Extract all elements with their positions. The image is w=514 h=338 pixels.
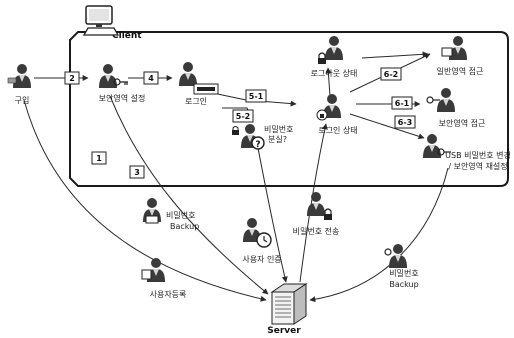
general-access-node: 일반영역 접근 xyxy=(437,36,484,76)
edge-logout-to-general xyxy=(362,54,428,58)
login-node: 로그인 xyxy=(179,62,218,106)
step-box-4: 4 xyxy=(144,72,158,84)
svg-text:Backup: Backup xyxy=(170,222,199,231)
server-tower-icon xyxy=(272,284,306,324)
svg-text:비밀번호: 비밀번호 xyxy=(264,125,293,134)
svg-text:사용자등록: 사용자등록 xyxy=(150,290,187,299)
person-icon xyxy=(8,64,31,88)
key-icon xyxy=(427,97,440,103)
server-node: Server xyxy=(267,284,306,334)
user-auth-node: 사용자 인증 xyxy=(242,218,281,264)
svg-text:Server: Server xyxy=(267,326,301,334)
step-box-2: 2 xyxy=(65,72,79,84)
logout-state-node: 로그아웃 상태 xyxy=(311,36,358,78)
svg-text:로그인: 로그인 xyxy=(185,96,207,106)
person-icon xyxy=(442,36,467,60)
svg-text:6-1: 6-1 xyxy=(395,99,410,108)
svg-text:분실?: 분실? xyxy=(268,134,287,144)
usb-reset-node: USB 비밀번호 변경 / 보안영역 재설정 xyxy=(423,134,511,171)
person-icon xyxy=(142,258,165,282)
person-icon xyxy=(307,192,325,216)
question-mark-icon: ? xyxy=(252,137,264,150)
person-icon xyxy=(143,198,161,223)
svg-text:보안영역 접근: 보안영역 접근 xyxy=(439,118,486,128)
user-register-node: 사용자등록 xyxy=(142,258,186,299)
step-box-6-1: 6-1 xyxy=(392,97,412,109)
step-box-6-3: 6-3 xyxy=(395,116,415,128)
svg-text:?: ? xyxy=(255,140,260,150)
svg-text:Backup: Backup xyxy=(389,280,418,289)
svg-text:로그인 상태: 로그인 상태 xyxy=(318,125,357,135)
purchase-node: 구입 xyxy=(8,64,31,105)
password-input-icon xyxy=(194,84,218,94)
password-transfer-node: 비밀번호 전송 xyxy=(293,192,340,236)
step-box-6-2: 6-2 xyxy=(381,68,401,80)
svg-text:1: 1 xyxy=(96,154,102,163)
svg-text:일반영역 접근: 일반영역 접근 xyxy=(437,66,484,76)
step-box-3: 3 xyxy=(130,166,144,178)
svg-text:USB 비밀번호 변경: USB 비밀번호 변경 xyxy=(445,150,511,160)
svg-text:2: 2 xyxy=(69,74,75,83)
person-icon xyxy=(385,244,407,268)
svg-text:비밀번호: 비밀번호 xyxy=(166,211,195,220)
person-icon xyxy=(325,36,343,60)
svg-text:비밀번호 전송: 비밀번호 전송 xyxy=(293,226,340,236)
step-box-5-2: 5-2 xyxy=(233,110,253,122)
lock-badge-icon xyxy=(318,53,326,64)
svg-text:사용자 인증: 사용자 인증 xyxy=(242,254,281,264)
password-backup-left-node: 비밀번호 Backup xyxy=(143,198,199,231)
svg-text:4: 4 xyxy=(148,74,154,83)
svg-text:로그아웃 상태: 로그아웃 상태 xyxy=(311,68,358,78)
svg-text:/ 보안영역 재설정: / 보안영역 재설정 xyxy=(448,161,507,171)
svg-text:구입: 구입 xyxy=(15,96,30,105)
person-icon xyxy=(179,62,197,86)
lock-icon xyxy=(324,209,332,220)
person-with-key-icon xyxy=(99,64,128,88)
secure-access-node: 보안영역 접근 xyxy=(427,88,485,128)
lock-icon xyxy=(232,127,239,136)
svg-text:6-2: 6-2 xyxy=(384,70,398,79)
svg-text:5-2: 5-2 xyxy=(236,112,250,121)
edge-setting-to-server xyxy=(110,96,268,294)
svg-text:6-3: 6-3 xyxy=(398,118,412,127)
svg-text:비밀번호: 비밀번호 xyxy=(389,269,418,278)
unlock-badge-icon xyxy=(317,110,327,120)
password-lost-node: ? 비밀번호 분실? xyxy=(232,124,293,150)
password-backup-right-node: 비밀번호 Backup xyxy=(385,244,419,289)
step-box-1: 1 xyxy=(92,152,106,164)
svg-text:3: 3 xyxy=(134,168,140,177)
svg-text:5-1: 5-1 xyxy=(249,92,264,101)
clock-icon xyxy=(257,233,271,247)
client-pc-icon xyxy=(84,6,118,35)
security-setting-node: 보안영역 설정 xyxy=(99,64,146,103)
svg-text:보안영역 설정: 보안영역 설정 xyxy=(99,93,146,103)
step-box-5-1: 5-1 xyxy=(246,90,266,102)
